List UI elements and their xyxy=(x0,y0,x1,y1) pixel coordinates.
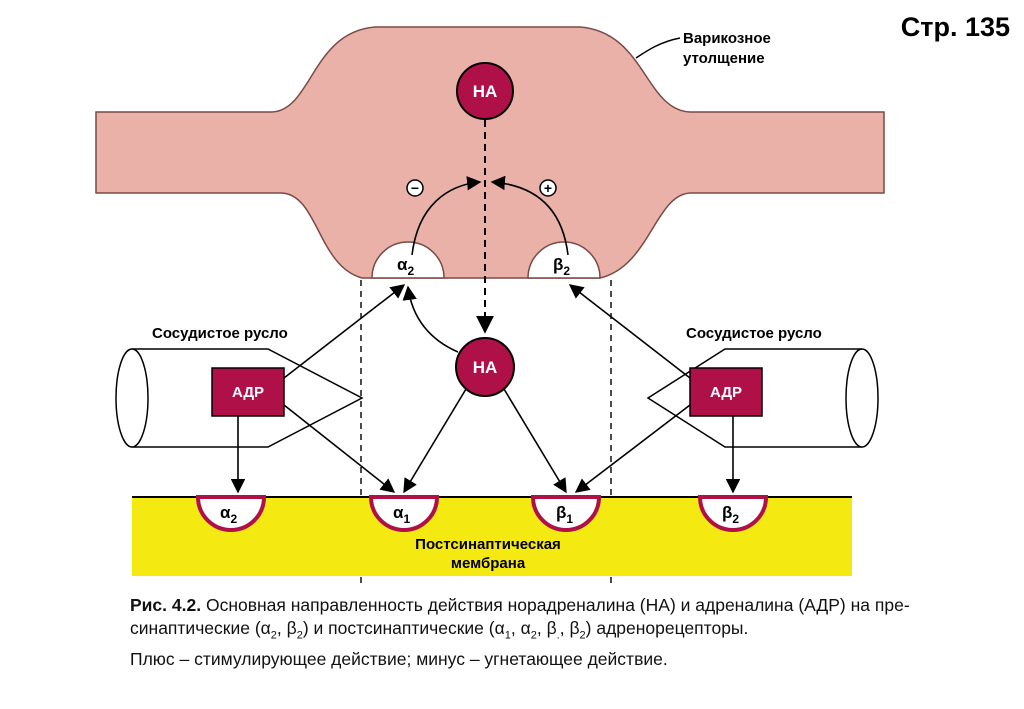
pre-beta2-label: β2 xyxy=(553,255,570,278)
arrow-adr-left-to-pre-alpha2 xyxy=(283,284,406,379)
post-beta2-receptor xyxy=(697,495,769,532)
arrow-adr-left-to-post-alpha1 xyxy=(283,404,396,493)
pre-alpha2-label: α2 xyxy=(397,255,414,278)
na-top-circle xyxy=(456,62,514,120)
varicosity-label-line1: Варикозное xyxy=(683,30,771,47)
minus-icon xyxy=(406,179,424,197)
adr-left-label: АДР xyxy=(232,384,264,401)
caption-line-3: Плюс – стимулирующее действие; минус – у… xyxy=(130,648,668,669)
figure-number: Рис. 4.2. xyxy=(130,595,202,615)
plus-sign: + xyxy=(544,180,552,196)
post-alpha2-receptor xyxy=(195,495,267,532)
pre-alpha2-receptor xyxy=(371,241,445,279)
post-alpha1-label: α1 xyxy=(393,503,410,526)
plus-icon xyxy=(539,179,557,197)
arrow-na-to-pre-alpha2 xyxy=(402,285,459,353)
varicosity-body xyxy=(95,26,885,279)
adrenoreceptor-diagram: Варикозное утолщение α2 β2 − + НА xyxy=(95,26,885,588)
membrane-label-line2: мембрана xyxy=(451,555,526,572)
post-beta1-receptor xyxy=(530,495,602,532)
post-beta1-label: β1 xyxy=(556,503,573,526)
arrow-na-to-post-beta1 xyxy=(503,388,567,494)
na-center-label: НА xyxy=(473,358,498,377)
varicosity-leader-line xyxy=(635,37,681,59)
adr-left-box xyxy=(211,367,285,417)
feedback-arc-left xyxy=(411,176,482,256)
page-number: Стр. 135 xyxy=(900,12,1010,42)
adr-right-label: АДР xyxy=(710,384,742,401)
caption-line-1-text: Основная направленность действия норадре… xyxy=(205,595,910,615)
membrane-label-line1: Постсинаптическая xyxy=(415,536,561,553)
vessel-right-label: Сосудистое русло xyxy=(686,325,822,342)
varicosity-label-line2: утолщение xyxy=(683,50,765,67)
post-alpha2-label: α2 xyxy=(220,503,237,526)
na-center-circle xyxy=(455,337,515,397)
caption-line-1: Рис. 4.2. Основная направленность действ… xyxy=(130,594,1010,617)
adr-right-box xyxy=(689,367,763,417)
vessel-right xyxy=(646,348,879,448)
figure-caption: Рис. 4.2. Основная направленность действ… xyxy=(130,594,1010,671)
post-alpha1-receptor xyxy=(368,495,440,532)
post-beta2-label: β2 xyxy=(722,503,739,526)
arrow-na-to-post-alpha1 xyxy=(403,388,467,494)
feedback-arc-right xyxy=(490,175,569,256)
vessel-left-label: Сосудистое русло xyxy=(152,325,288,342)
arrow-adr-right-to-pre-beta2 xyxy=(568,284,691,379)
caption-line-2: синаптические (α2, β2) и постсинаптическ… xyxy=(130,618,749,642)
arrow-adr-right-to-post-beta1 xyxy=(574,404,691,493)
minus-sign: − xyxy=(411,180,419,196)
na-top-label: НА xyxy=(473,82,498,101)
